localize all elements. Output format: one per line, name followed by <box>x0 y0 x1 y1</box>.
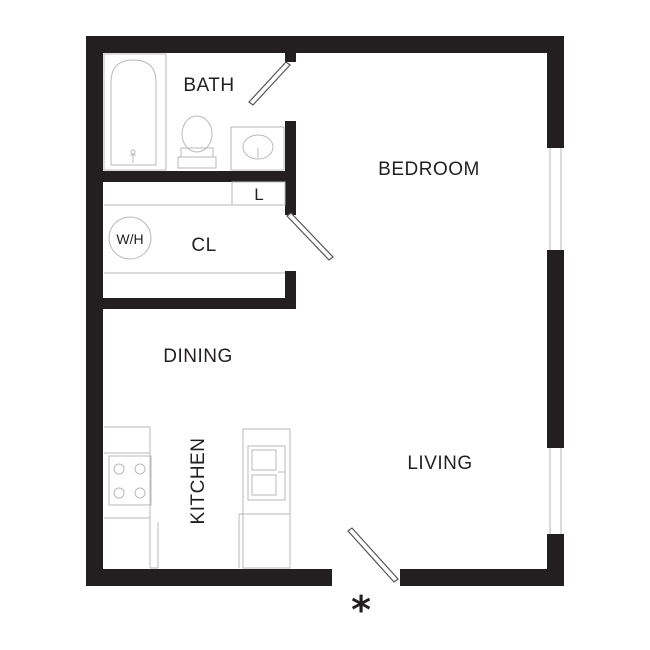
label-dining: DINING <box>163 346 233 367</box>
wall-bottom-right <box>400 569 564 586</box>
label-linen: L <box>254 185 263 204</box>
wall-right-upper <box>547 36 564 148</box>
wall-bath-top-stub <box>285 53 296 62</box>
label-water-heater: W/H <box>116 231 143 247</box>
bath-door <box>248 61 291 106</box>
wall-top <box>86 36 564 53</box>
label-bedroom: BEDROOM <box>378 159 480 180</box>
wall-bath-bottom <box>103 171 296 182</box>
label-closet: CL <box>191 235 216 256</box>
closet-door <box>286 212 334 261</box>
label-living: LIVING <box>407 453 472 474</box>
windows <box>549 148 562 534</box>
toilet <box>177 115 217 169</box>
wall-bath-right <box>285 121 296 171</box>
kitchen-counter <box>104 426 159 569</box>
entry-door <box>347 527 399 583</box>
bathroom-sink <box>230 126 285 171</box>
wall-left <box>86 36 103 586</box>
wall-right-middle <box>547 250 564 448</box>
interior-walls <box>103 53 296 309</box>
doors <box>248 61 399 583</box>
wall-closet-bottom <box>103 298 296 309</box>
label-bath: BATH <box>183 75 234 96</box>
fixtures <box>103 53 291 569</box>
wall-linen-right <box>285 171 296 215</box>
room-labels: BATH BEDROOM L W/H CL DINING LIVING KITC… <box>116 75 479 632</box>
wall-bottom-left <box>86 569 332 586</box>
exterior-walls <box>86 36 564 586</box>
kitchen-island <box>238 428 291 569</box>
entry-marker: * <box>351 588 371 632</box>
bathtub <box>103 53 167 171</box>
stove <box>108 455 152 506</box>
water-heater <box>108 216 152 260</box>
wall-closet-right <box>285 271 296 309</box>
label-kitchen: KITCHEN <box>188 438 209 525</box>
